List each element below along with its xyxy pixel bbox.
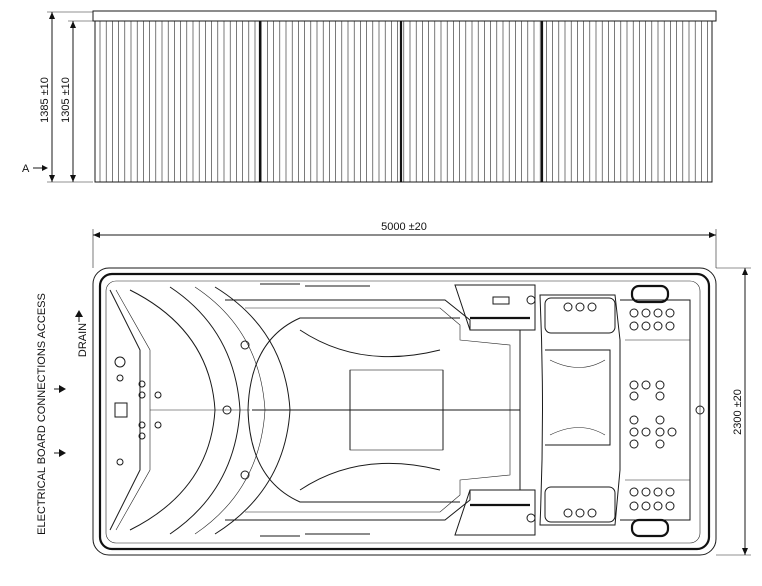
spa-pool-edge bbox=[105, 280, 701, 544]
jet-icon bbox=[629, 380, 639, 390]
jet-icon bbox=[655, 380, 665, 390]
electrical-arrow bbox=[54, 449, 66, 457]
jet-icon bbox=[655, 391, 665, 401]
spa-jets bbox=[563, 302, 677, 518]
jet-icon bbox=[641, 487, 651, 497]
section-marker-label: A bbox=[22, 163, 30, 175]
side-view-dimensions: 1385 ±10 1305 ±10 A bbox=[22, 11, 95, 183]
side-view bbox=[92, 10, 717, 183]
jet-icon bbox=[629, 501, 639, 511]
spa-outer-shell bbox=[92, 267, 717, 556]
jet-icon bbox=[587, 508, 597, 518]
jet-icon bbox=[575, 302, 585, 312]
jet-icon bbox=[629, 487, 639, 497]
height-inner-label: 1305 ±10 bbox=[60, 77, 72, 123]
jet-icon bbox=[653, 308, 663, 318]
electrical-arrow bbox=[54, 385, 66, 393]
height-outer-label: 1385 ±10 bbox=[39, 77, 51, 123]
drain-label: DRAIN bbox=[77, 323, 89, 357]
spa-inner-rim bbox=[98, 272, 711, 551]
plan-view-dimensions: 5000 ±20 2300 ±20 bbox=[92, 221, 751, 556]
width-label: 2300 ±20 bbox=[732, 389, 744, 435]
spa-plan bbox=[92, 267, 717, 556]
jet-icon bbox=[629, 391, 639, 401]
electrical-access-label: ELECTRICAL BOARD CONNECTIONS ACCESS bbox=[36, 293, 48, 535]
spa-zone bbox=[539, 284, 705, 538]
jet-icon bbox=[653, 487, 663, 497]
jet-icon bbox=[563, 302, 573, 312]
side-view-lid bbox=[92, 10, 717, 22]
jet-icon bbox=[641, 501, 651, 511]
plan-view-labels: ELECTRICAL BOARD CONNECTIONS ACCESS DRAI… bbox=[36, 293, 89, 535]
jet-icon bbox=[641, 380, 651, 390]
length-label: 5000 ±20 bbox=[381, 221, 427, 233]
swim-channel bbox=[222, 283, 521, 537]
jet-icon bbox=[653, 321, 663, 331]
jet-icon bbox=[655, 427, 665, 437]
side-view-slats bbox=[99, 21, 708, 182]
jet-icon bbox=[655, 415, 665, 425]
jet-icon bbox=[665, 487, 675, 497]
jet-icon bbox=[655, 439, 665, 449]
jet-icon bbox=[667, 427, 677, 437]
jet-icon bbox=[665, 308, 675, 318]
jet-icon bbox=[641, 321, 651, 331]
jet-icon bbox=[629, 427, 639, 437]
jet-icon bbox=[653, 501, 663, 511]
jet-icon bbox=[641, 427, 651, 437]
jet-icon bbox=[665, 501, 675, 511]
jet-icon bbox=[641, 308, 651, 318]
jet-icon bbox=[629, 308, 639, 318]
jet-icon bbox=[575, 508, 585, 518]
jet-icon bbox=[563, 508, 573, 518]
jet-icon bbox=[587, 302, 597, 312]
jet-icon bbox=[629, 415, 639, 425]
jet-icon bbox=[629, 321, 639, 331]
jet-icon bbox=[665, 321, 675, 331]
step-seats bbox=[454, 284, 536, 536]
jet-icon bbox=[629, 439, 639, 449]
